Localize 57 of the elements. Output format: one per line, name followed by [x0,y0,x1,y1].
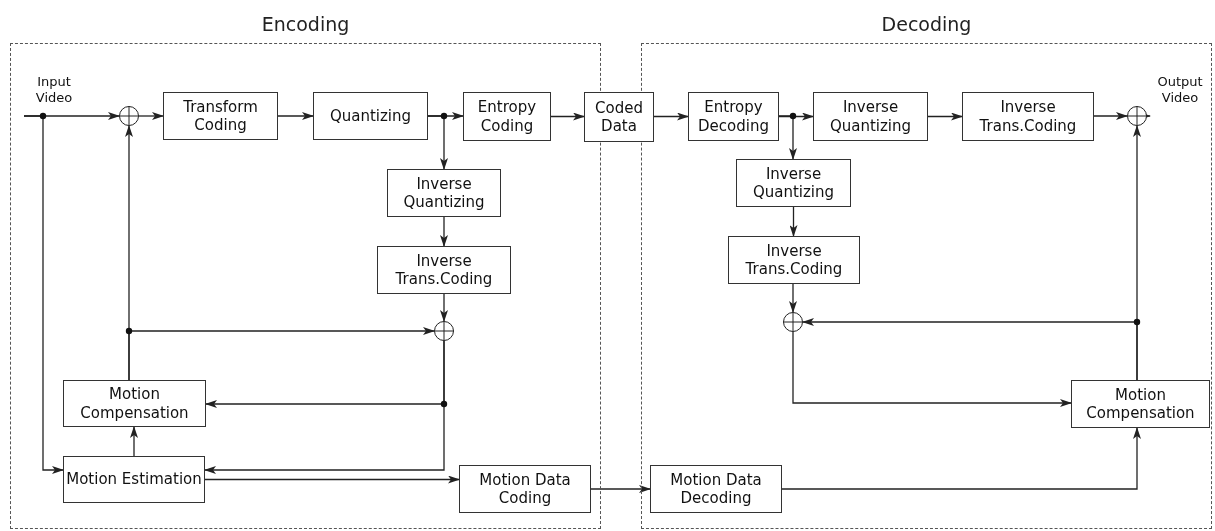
process-box [962,92,1094,141]
arrow [130,426,138,457]
box-label: Inverse Trans.Coding [978,98,1078,135]
process-box [584,92,654,142]
box-label: Quantizing [329,106,412,126]
process-box [463,92,551,141]
process-box [163,92,278,140]
process-box [650,465,782,513]
box-label: Inverse Quantizing [402,174,486,212]
signal-label: Input Video [24,74,84,118]
arrow [781,427,1141,490]
arrow [204,475,460,484]
arrow [653,112,689,121]
process-box [813,92,928,141]
process-box [63,456,205,503]
arrow [128,327,435,381]
section-heading: Encoding [261,13,350,35]
box-label: Motion Compensation [79,385,190,422]
box-label: Inverse Quantizing [828,98,913,135]
box-label: Motion Data Decoding [669,470,763,508]
box-label: Motion Compensation [1085,385,1196,423]
arrow [440,293,448,322]
box-label: Motion Estimation [66,470,202,489]
process-box [459,465,591,513]
arrow [1093,112,1128,120]
arrow [802,318,1138,381]
arrow [427,115,448,170]
arrow [277,112,314,120]
arrow [204,340,445,474]
box-label: Transform Coding [182,97,259,135]
arrow [590,485,651,493]
process-box [387,169,501,217]
box-label: Motion Data Coding [478,470,572,508]
process-box [1071,380,1210,428]
process-box [728,236,860,284]
arrow [550,112,585,121]
arrow [927,112,963,121]
signal-label: Output Video [1150,74,1210,118]
section-heading: Decoding [881,13,972,35]
box-label: Entropy Decoding [697,98,770,135]
arrow [778,115,797,160]
box-label: Inverse Trans.Coding [394,251,494,289]
box-label: Entropy Coding [476,98,538,135]
box-label: Inverse Quantizing [751,164,836,202]
box-label: Coded Data [594,98,644,136]
arrow [23,115,64,474]
arrow [138,112,164,120]
arrow [789,283,797,313]
box-label: Inverse Trans.Coding [744,241,844,279]
process-box [688,92,779,141]
process-box [736,159,851,207]
process-box [377,246,511,294]
arrow [789,206,798,237]
arrow [792,331,1072,407]
process-box [63,380,206,427]
arrow [440,216,448,247]
process-box [313,92,428,140]
